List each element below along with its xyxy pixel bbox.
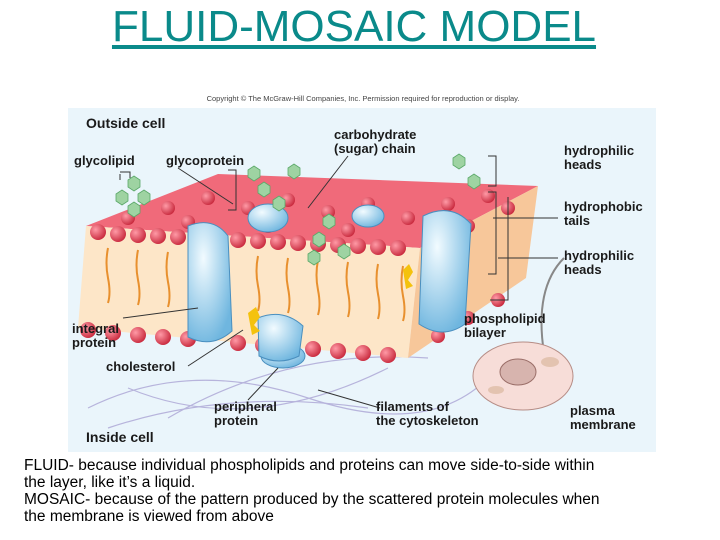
- label-inside-cell: Inside cell: [86, 429, 154, 445]
- label-hydrophobic: hydrophobic: [564, 199, 643, 214]
- label-bilayer: bilayer: [464, 325, 506, 340]
- page-title: FLUID-MOSAIC MODEL: [111, 2, 597, 51]
- cell-icon: [472, 341, 574, 411]
- phospholipid-heads: [90, 189, 515, 256]
- label-protein-peripheral: protein: [214, 413, 259, 428]
- caption-line-3: MOSAIC- because of the pattern produced …: [24, 491, 600, 508]
- caption-line-4: the membrane is viewed from above: [24, 508, 274, 525]
- carbohydrate-chains: [115, 153, 481, 266]
- label-carbohydrate: carbohydrate: [334, 127, 417, 142]
- label-glycoprotein: glycoprotein: [166, 153, 245, 168]
- label-phospholipid: phospholipid: [464, 311, 546, 326]
- label-peripheral: peripheral: [214, 399, 277, 414]
- peripheral-protein: [257, 313, 306, 369]
- label-glycolipid: glycolipid: [74, 153, 135, 168]
- membrane-illustration: [78, 153, 574, 429]
- pointer-lines: [119, 155, 565, 409]
- label-outside-cell: Outside cell: [86, 115, 166, 131]
- label-plasma: plasma: [570, 403, 615, 418]
- label-cytoskeleton: the cytoskeleton: [376, 413, 479, 428]
- cholesterol-molecules: [248, 264, 413, 335]
- label-hydrophilic-top: hydrophilic: [564, 143, 635, 158]
- label-cholesterol: cholesterol: [106, 359, 176, 374]
- label-heads-top: heads: [564, 157, 602, 172]
- label-integral: integral: [72, 321, 119, 336]
- label-tails: tails: [564, 213, 591, 228]
- label-filaments: filaments of: [376, 399, 449, 414]
- integral-proteins: [187, 203, 472, 343]
- caption-line-1: FLUID- because individual phospholipids …: [24, 457, 595, 474]
- label-hydrophilic-bottom: hydrophilic: [564, 248, 635, 263]
- label-heads-bottom: heads: [564, 262, 602, 277]
- label-sugar-chain: (sugar) chain: [334, 141, 416, 156]
- membrane-diagram: Outside cell glycolipid glycoprotein car…: [68, 108, 656, 452]
- copyright-notice: Copyright © The McGraw-Hill Companies, I…: [206, 94, 520, 103]
- caption: FLUID- because individual phospholipids …: [24, 457, 714, 525]
- label-protein-integral: protein: [72, 335, 117, 350]
- label-membrane: membrane: [570, 417, 636, 432]
- caption-line-2: the layer, like it’s a liquid.: [24, 474, 196, 491]
